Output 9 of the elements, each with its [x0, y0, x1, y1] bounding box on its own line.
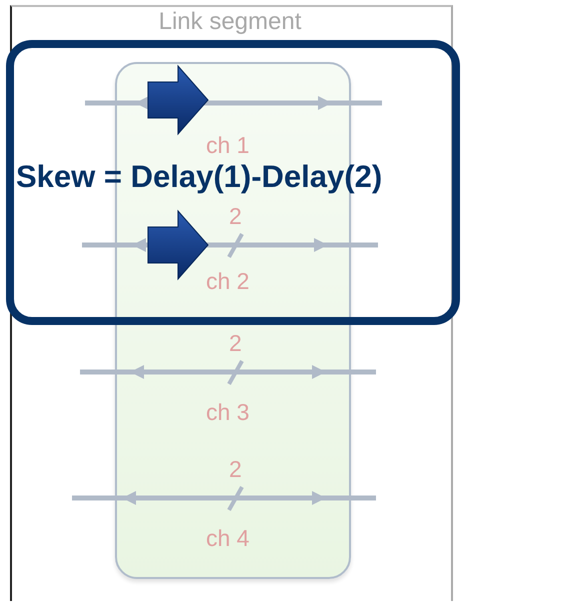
bus-width-number: 2 — [229, 203, 242, 229]
channel-label: ch 4 — [206, 524, 250, 552]
bus-width-number: 2 — [229, 330, 242, 356]
channel-label: ch 3 — [206, 398, 250, 426]
channel-label: ch 1 — [206, 131, 250, 159]
bus-width-number: 2 — [229, 456, 242, 482]
channel-label: ch 2 — [206, 267, 250, 295]
panel-heading: Link segment — [158, 8, 302, 36]
formula-text: Skew = Delay(1)-Delay(2) — [16, 158, 382, 196]
